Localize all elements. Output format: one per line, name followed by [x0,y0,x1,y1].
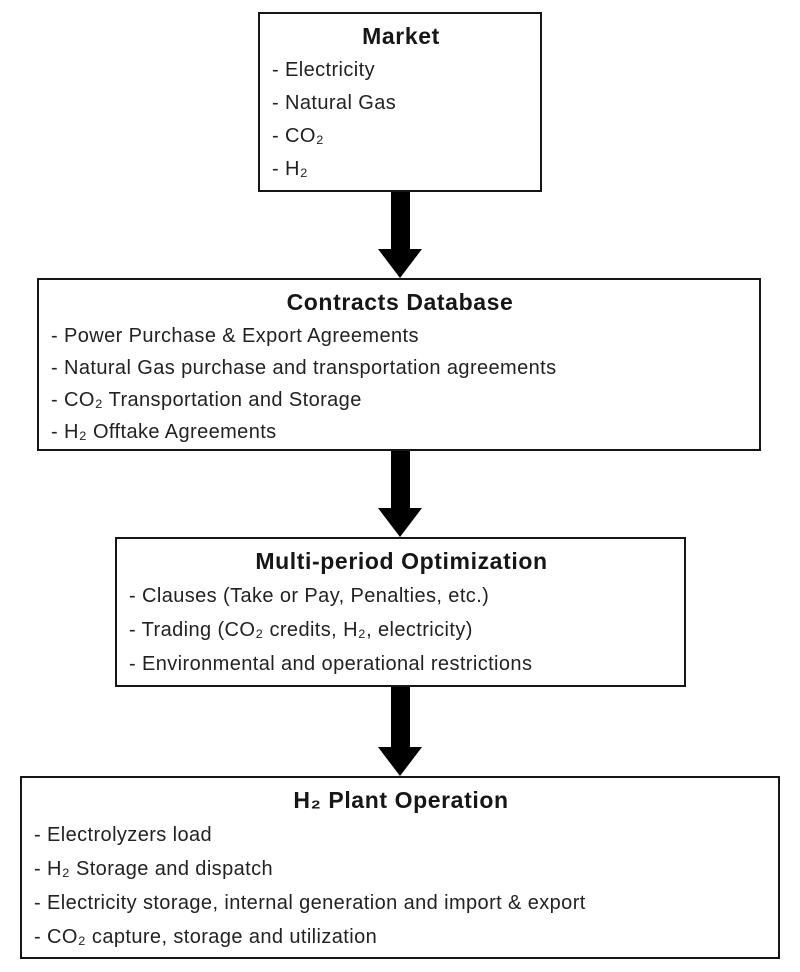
box-item-list: - Electricity - Natural Gas - CO₂ - H₂ [272,54,530,186]
flow-box-multi-period-optimization: Multi-period Optimization - Clauses (Tak… [115,537,686,687]
arrow-shaft [390,687,410,747]
list-item: - Electricity storage, internal generati… [34,892,586,914]
list-item: - Electricity [272,59,375,81]
box-title: Market [362,23,440,49]
flow-arrow-optimization-to-plant [378,687,422,776]
box-item-list: - Power Purchase & Export Agreements - N… [51,320,749,448]
arrow-down-icon [378,747,422,776]
flow-box-h2-plant-operation: H₂ Plant Operation - Electrolyzers load … [20,776,780,959]
arrow-shaft [390,192,410,249]
flow-box-market: Market - Electricity - Natural Gas - CO₂… [258,12,542,192]
flow-arrow-contracts-to-optimization [378,451,422,537]
list-item: - Trading (CO₂ credits, H₂, electricity) [129,619,473,641]
list-item: - Clauses (Take or Pay, Penalties, etc.) [129,585,490,607]
flow-box-contracts-database: Contracts Database - Power Purchase & Ex… [37,278,761,451]
list-item: - CO₂ Transportation and Storage [51,389,362,411]
box-title: H₂ Plant Operation [293,787,509,813]
list-item: - CO₂ [272,125,324,147]
box-title: Contracts Database [286,289,514,315]
list-item: - Environmental and operational restrict… [129,653,533,675]
box-item-list: - Clauses (Take or Pay, Penalties, etc.)… [129,579,674,681]
list-item: - H₂ [272,158,309,180]
list-item: - Power Purchase & Export Agreements [51,325,419,347]
box-item-list: - Electrolyzers load - H₂ Storage and di… [34,818,768,954]
arrow-shaft [390,451,410,508]
arrow-down-icon [378,508,422,537]
list-item: - Natural Gas purchase and transportatio… [51,357,557,379]
list-item: - H₂ Storage and dispatch [34,858,274,880]
list-item: - Electrolyzers load [34,824,213,846]
list-item: - Natural Gas [272,92,397,114]
list-item: - H₂ Offtake Agreements [51,421,277,443]
list-item: - CO₂ capture, storage and utilization [34,926,378,948]
box-title: Multi-period Optimization [255,548,548,574]
flow-arrow-market-to-contracts [378,192,422,278]
arrow-down-icon [378,249,422,278]
